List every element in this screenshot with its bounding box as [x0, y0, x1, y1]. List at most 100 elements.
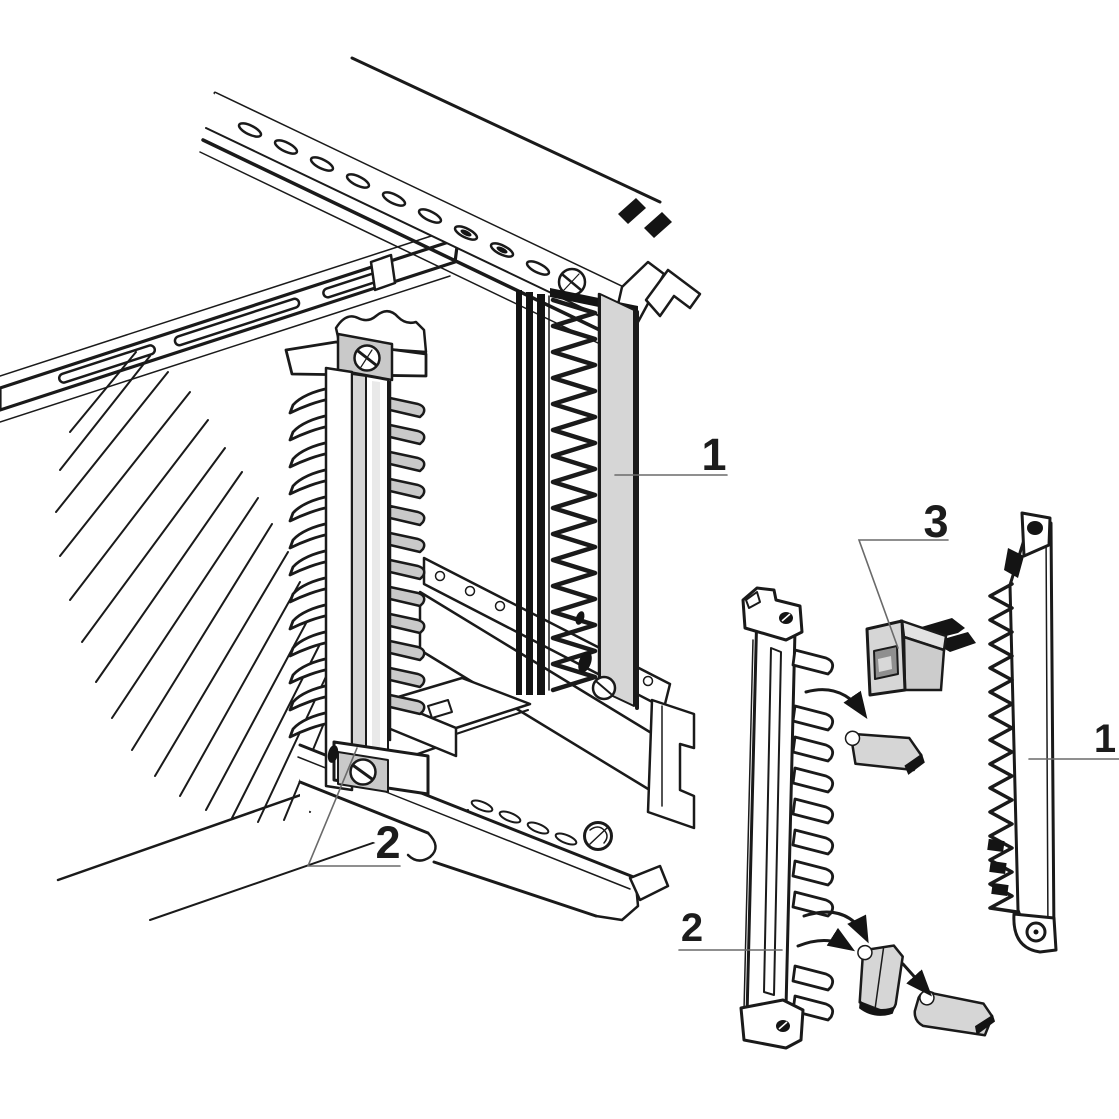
- keying-wedges: [844, 730, 996, 1037]
- comb-tooth-right: [388, 504, 426, 527]
- rear-guide-bar: [516, 290, 522, 695]
- screw-slot: [352, 764, 374, 781]
- main-view: 1 2: [0, 56, 728, 922]
- top-rail-top-face: [215, 58, 660, 287]
- keying-wedge-upper: [844, 730, 925, 775]
- hatch-line: [205, 611, 313, 811]
- comb-tooth: [288, 467, 332, 496]
- end-notch: [618, 198, 646, 224]
- comb-tooth: [288, 710, 332, 739]
- rail-hole: [489, 242, 515, 258]
- screw-center: [1033, 929, 1039, 935]
- rail-hole-filled: [460, 229, 472, 237]
- guide-groove-strip: [351, 373, 367, 789]
- wedge-crease: [874, 947, 885, 1009]
- guide-holder-edge: [455, 709, 529, 735]
- leader-line: [306, 747, 401, 867]
- wedge-edge: [904, 753, 925, 775]
- screw-slot: [589, 827, 608, 845]
- comb-tooth-right: [388, 612, 426, 635]
- insert-arrow: [802, 910, 869, 944]
- top-rail: [199, 56, 702, 345]
- end-notch: [644, 212, 672, 238]
- rear-guide-rail: [516, 288, 639, 710]
- comb-tooth: [288, 521, 332, 550]
- guide-finger: [791, 828, 835, 856]
- keying-wedge-vertical: [857, 944, 904, 1016]
- top-hook: [1004, 548, 1024, 578]
- comb-tooth: [288, 683, 332, 712]
- guide-finger: [791, 735, 835, 763]
- screw-slot: [778, 1021, 788, 1030]
- rail-hole: [498, 810, 522, 824]
- wedge-notch: [844, 730, 861, 747]
- comb-tooth: [288, 548, 332, 577]
- shadow-blob: [327, 745, 339, 763]
- leader-line: [857, 539, 949, 649]
- remove-arrow: [901, 962, 932, 997]
- hatch-line: [81, 447, 226, 643]
- hatch-line: [154, 551, 289, 777]
- screw-hole: [1027, 521, 1043, 535]
- callout-label-1-main: 1: [701, 429, 726, 480]
- rail-hole: [470, 799, 494, 813]
- guide-finger: [791, 648, 835, 676]
- coding-pocket: [987, 838, 1005, 853]
- detail-view: 3 1 2: [678, 496, 1119, 1050]
- guide-finger: [791, 766, 835, 794]
- rail-hole-filled: [496, 246, 508, 254]
- hatch-line: [69, 419, 209, 601]
- hatch-line: [69, 351, 137, 433]
- wedge-notch: [857, 944, 873, 961]
- comb-tooth: [288, 602, 332, 631]
- rail-hole: [453, 225, 479, 241]
- bottom-rail-lip: [298, 780, 430, 835]
- rail-lip-curl: [406, 831, 437, 862]
- guide-holder-latch: [427, 699, 453, 719]
- rail-hole: [309, 156, 335, 172]
- hatch-line: [95, 471, 243, 683]
- rail-slot: [763, 647, 782, 996]
- insert-arrow: [796, 927, 856, 952]
- keying-wedge-horizontal: [913, 990, 996, 1037]
- hatch-line: [131, 523, 273, 751]
- panel-hatching: [55, 351, 341, 823]
- callout-label-2-main: 2: [375, 817, 400, 868]
- rail-hole: [237, 122, 263, 138]
- rear-guide-strip: [599, 293, 635, 707]
- hatch-line: [111, 497, 259, 719]
- rail-hole-small: [464, 585, 476, 597]
- rail-bottom-bracket: [739, 998, 805, 1050]
- hatch-line: [179, 581, 301, 797]
- comb-tooth: [288, 386, 332, 415]
- rail-hole-small: [642, 675, 654, 687]
- coding-block-key: [878, 656, 892, 672]
- rail-hole: [273, 139, 299, 155]
- rail-edge: [743, 639, 754, 1011]
- comb-tooth-right: [388, 531, 426, 554]
- screw-slot: [781, 613, 791, 622]
- rail-crease: [1045, 525, 1049, 941]
- shadow-blob: [578, 651, 592, 673]
- top-rail-back-edge: [350, 56, 662, 204]
- hatch-line: [59, 355, 151, 471]
- comb-tooth: [288, 413, 332, 442]
- comb-tooth-right: [388, 558, 426, 581]
- screw-hatch: [360, 349, 373, 368]
- side-rail-back-edge: [0, 225, 463, 377]
- side-rail-slot: [57, 344, 157, 384]
- rail-hole: [417, 208, 443, 224]
- shadow-blob: [575, 611, 585, 625]
- comb-tooth-right: [388, 585, 426, 608]
- comb-tooth: [288, 629, 332, 658]
- top-rail-profile-line: [199, 151, 601, 345]
- callout-2-detail: 2: [678, 906, 783, 951]
- bracket-notch: [745, 591, 761, 609]
- comb-tooth: [288, 440, 332, 469]
- insertion-arrows: [796, 688, 932, 997]
- comb-tooth-right: [388, 693, 426, 716]
- guide-inner-shade: [372, 381, 380, 784]
- guide-rail-part-1: [987, 511, 1058, 954]
- bottom-rail-lip: [432, 860, 598, 918]
